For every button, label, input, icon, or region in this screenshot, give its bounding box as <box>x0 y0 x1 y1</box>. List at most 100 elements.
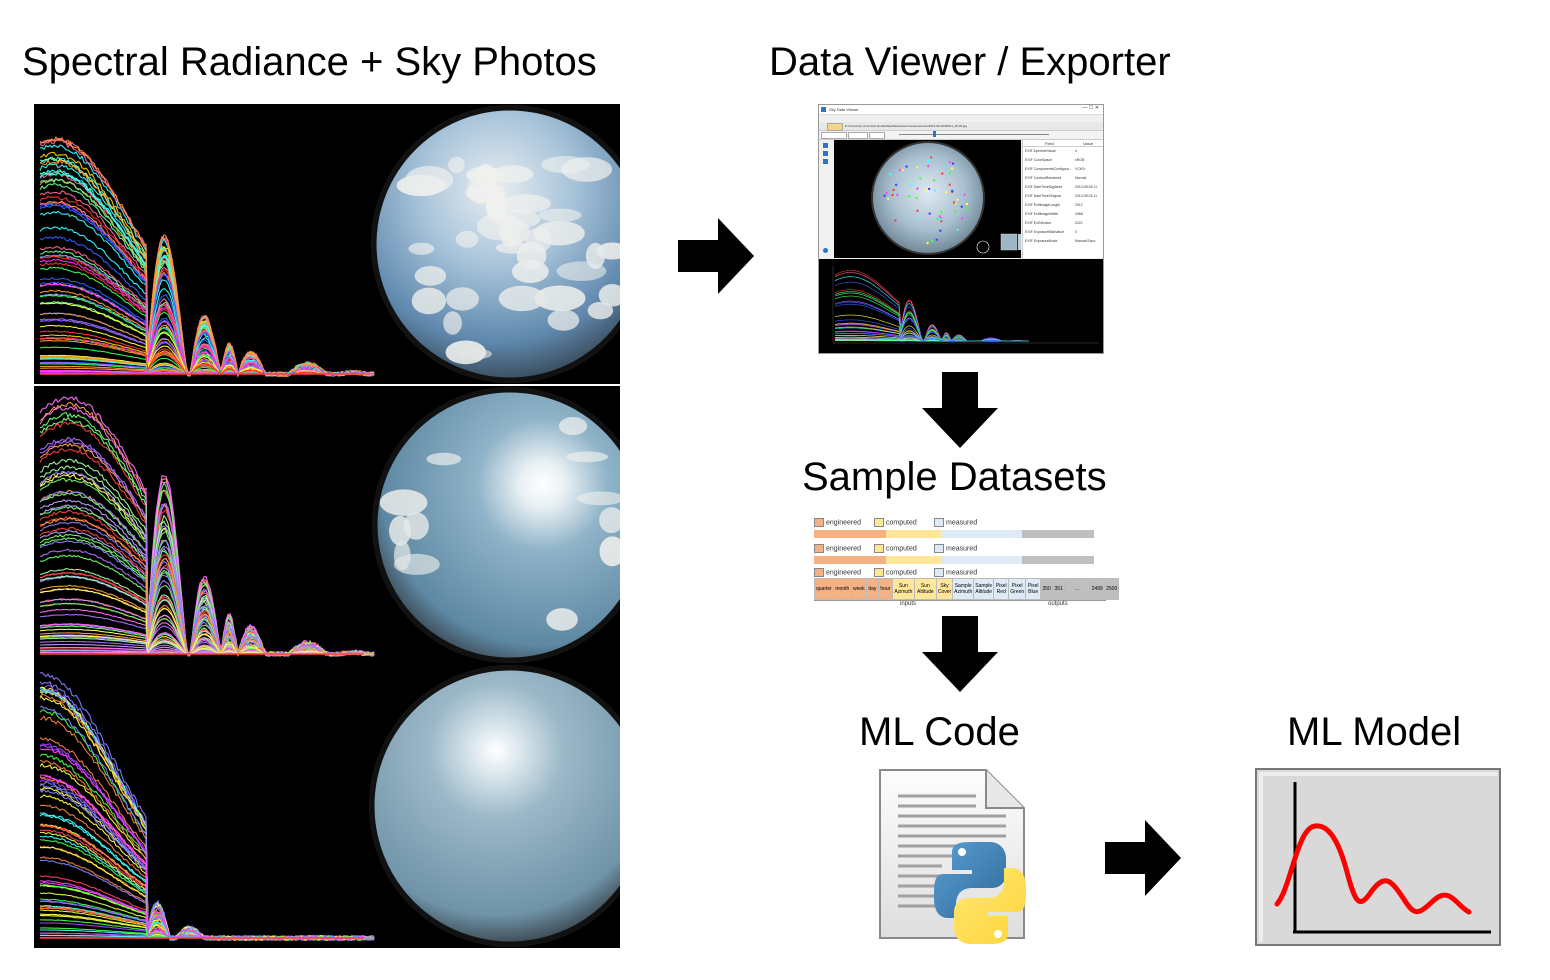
exposure-select[interactable] <box>869 132 885 139</box>
dataset-column-header: Sun Altitude <box>913 578 937 600</box>
legend-item-measured: measured <box>934 544 977 553</box>
spectral-panel-2 <box>34 386 620 664</box>
arrow-down-icon <box>922 616 998 692</box>
property-row[interactable]: EXIF CustomRendered Normal <box>1023 174 1103 183</box>
window-title: Sky Data Viewer <box>829 107 859 112</box>
dataset-column-header: Pixel Green <box>1008 578 1027 600</box>
time-slider[interactable] <box>899 134 1049 135</box>
property-value: YCbCr <box>1075 167 1086 171</box>
time-select[interactable] <box>848 132 868 139</box>
legend-item-measured: measured <box>934 518 977 527</box>
dataset-column-header: Sample Azimuth <box>952 578 975 600</box>
spectral-panel-3 <box>34 664 620 948</box>
dataset-column-header: 2500 <box>1104 578 1120 600</box>
property-value: 0 <box>1075 230 1077 234</box>
spectrum-chart <box>819 259 1103 353</box>
window-controls[interactable]: — ☐ ✕ <box>1082 105 1099 111</box>
property-field: EXIF ExifImageLength <box>1025 203 1061 207</box>
dataset-bar-cell <box>942 556 962 564</box>
tool-icon[interactable] <box>823 151 828 156</box>
dataset-bar-cell <box>1082 530 1095 538</box>
dataset-bar-cell <box>886 556 908 564</box>
legend-label: computed <box>886 545 917 553</box>
arrow-right-icon <box>1105 820 1181 896</box>
dataset-bar-cell <box>873 556 887 564</box>
arrow-right-icon <box>678 218 754 294</box>
property-field: EXIF ApertureValue <box>1025 149 1056 153</box>
settings-icon[interactable] <box>823 248 828 253</box>
sky-dome-preview <box>871 141 1021 255</box>
slider-thumb[interactable] <box>933 131 936 137</box>
legend-item-computed: computed <box>874 568 917 577</box>
spectral-panel-1 <box>34 104 620 384</box>
spectral-plot-3 <box>39 665 620 947</box>
dataset-bar-cell <box>1068 530 1083 538</box>
sky-image-view[interactable] <box>834 140 1021 258</box>
dataset-column-header: month <box>832 578 852 600</box>
property-row[interactable]: EXIF ApertureValue 4 <box>1023 147 1103 156</box>
property-row[interactable]: EXIF ExposureBiasValue 0 <box>1023 228 1103 237</box>
viewer-title: Data Viewer / Exporter <box>769 40 1171 84</box>
grid-header-field: Field <box>1045 141 1054 146</box>
ml-model-title: ML Model <box>1287 710 1462 754</box>
dataset-column-header: hour <box>877 578 893 600</box>
dataset-bar-cell <box>928 530 943 538</box>
property-field: EXIF CustomRendered <box>1025 176 1062 180</box>
legend-item-computed: computed <box>874 544 917 553</box>
legend-swatch <box>874 518 884 527</box>
toolbar-button[interactable] <box>827 123 843 131</box>
legend-swatch <box>874 544 884 553</box>
dataset-column-header: 350 <box>1040 578 1054 600</box>
property-value: Manual Expo <box>1075 239 1096 243</box>
legend-label: engineered <box>826 545 862 553</box>
property-field: EXIF ExifVersion <box>1025 221 1052 225</box>
property-value: Normal <box>1075 176 1087 180</box>
dataset-bar-cell <box>831 556 849 564</box>
spectral-title: Spectral Radiance + Sky Photos <box>22 40 597 84</box>
dataset-bar-cell <box>928 556 943 564</box>
filter-bar <box>819 131 1103 140</box>
inputs-bracket <box>814 600 1018 601</box>
legend-label: engineered <box>826 569 862 577</box>
python-file-icon <box>879 769 1026 944</box>
app-icon <box>821 107 826 112</box>
legend-item-measured: measured <box>934 568 977 577</box>
dataset-bar-cell <box>961 530 981 538</box>
legend-label: measured <box>946 545 978 553</box>
legend-swatch <box>934 518 944 527</box>
property-row[interactable]: EXIF ComponentsConfigura...YCbCr <box>1023 165 1103 174</box>
dataset-column-header: Sky Cover <box>935 578 954 600</box>
ml-code-title: ML Code <box>859 710 1020 754</box>
property-field: EXIF ExifImageWidth <box>1025 212 1059 216</box>
date-select[interactable] <box>821 132 847 139</box>
dataset-bar-cell <box>1082 556 1095 564</box>
property-value: sRGB <box>1075 158 1085 162</box>
dataset-bar-cell <box>1044 530 1069 538</box>
ml-model-chart-icon <box>1255 768 1501 946</box>
dataset-bar-cell <box>886 530 908 538</box>
dataset-column-header: 2499 <box>1089 578 1106 600</box>
dataset-bar-cell <box>814 530 832 538</box>
dataset-bar-cell <box>1044 556 1069 564</box>
datasets-title: Sample Datasets <box>802 455 1107 499</box>
property-field: EXIF ExposureBiasValue <box>1025 230 1065 234</box>
dataset-column-header: Pixel Blue <box>1025 578 1042 600</box>
tool-icon[interactable] <box>823 159 828 164</box>
dataset-bar-cell <box>814 556 832 564</box>
spectral-plot-1 <box>39 105 620 383</box>
property-value: 4 <box>1075 149 1077 153</box>
tool-icon[interactable] <box>823 143 828 148</box>
viewer-window: Sky Data Viewer — ☐ ✕ FileViewSamplesHel… <box>818 104 1104 354</box>
outputs-label: outputs <box>1048 601 1068 607</box>
legend-label: computed <box>886 569 917 577</box>
dataset-bar-cell <box>848 556 863 564</box>
